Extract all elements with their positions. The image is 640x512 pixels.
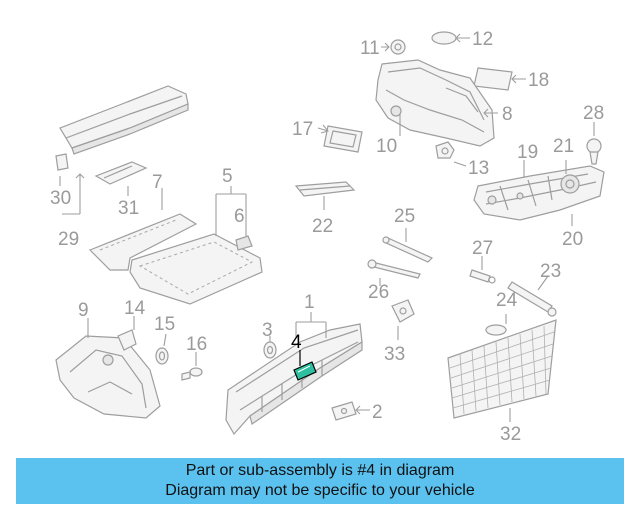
callout-29: 29 — [58, 229, 79, 250]
part-8-side-trim-panel — [375, 59, 495, 147]
part-17-plate — [323, 125, 363, 153]
part-32-cargo-net — [447, 319, 557, 419]
info-banner: Part or sub-assembly is #4 in diagram Di… — [16, 458, 624, 504]
callout-12: 12 — [472, 29, 493, 50]
callout-22: 22 — [312, 216, 333, 237]
callout-2: 2 — [372, 402, 383, 423]
callout-32: 32 — [500, 424, 521, 445]
part-11-grommet — [390, 39, 406, 55]
callout-4: 4 — [291, 332, 302, 353]
callout-24: 24 — [496, 290, 518, 311]
callout-23: 23 — [540, 261, 561, 282]
callout-33: 33 — [384, 344, 405, 365]
callout-11: 11 — [360, 38, 380, 59]
part-18-pad — [473, 67, 513, 91]
callout-14: 14 — [124, 298, 146, 319]
callout-17: 17 — [292, 119, 313, 140]
part-1-sill-trim — [225, 323, 363, 436]
part-25-jack-handle — [382, 236, 434, 263]
callout-26: 26 — [368, 282, 389, 303]
part-24-strap — [485, 324, 507, 336]
banner-line-2: Diagram may not be specific to your vehi… — [165, 482, 475, 499]
part-22-strap — [294, 181, 356, 197]
part-13-latch — [435, 141, 455, 159]
part-31-bracket — [94, 161, 148, 185]
callout-28: 28 — [583, 103, 604, 124]
callout-9: 9 — [78, 300, 89, 321]
banner-line-1: Part or sub-assembly is #4 in diagram — [185, 462, 455, 479]
parts-diagram: 11 12 18 8 17 10 13 28 — [50, 29, 605, 445]
part-16-clip — [181, 367, 203, 381]
part-4-highlighted-plate — [293, 361, 317, 381]
callout-20: 20 — [562, 229, 583, 250]
callout-6: 6 — [234, 206, 245, 227]
part-rear-shelf — [59, 85, 189, 155]
part-23-rod — [507, 281, 557, 317]
part-15-grommet — [155, 347, 169, 365]
callout-15: 15 — [154, 314, 175, 335]
part-3-grommet — [263, 341, 277, 359]
part-26-wrench — [367, 259, 421, 279]
callout-3: 3 — [262, 320, 273, 341]
callout-27: 27 — [472, 238, 493, 259]
part-5-floor-cover — [129, 233, 263, 305]
part-2-latch-cover — [331, 401, 357, 421]
callout-8: 8 — [502, 104, 513, 125]
callout-10: 10 — [376, 136, 397, 157]
callout-19: 19 — [517, 142, 538, 163]
callout-5: 5 — [222, 166, 233, 187]
part-6-handle — [235, 235, 253, 251]
part-7-trunk-mat — [88, 213, 198, 271]
callout-21: 21 — [553, 136, 574, 157]
callout-25: 25 — [394, 206, 415, 227]
callout-18: 18 — [528, 70, 549, 91]
part-27-hook — [469, 269, 496, 284]
callout-16: 16 — [186, 334, 207, 355]
callout-31: 31 — [118, 198, 139, 219]
part-19-20-rear-panel — [473, 165, 605, 221]
part-9-trunk-side-panel — [55, 335, 161, 419]
callout-1: 1 — [304, 292, 315, 313]
callout-7: 7 — [152, 172, 163, 193]
callout-13: 13 — [468, 158, 489, 179]
callout-30: 30 — [50, 188, 71, 209]
part-30-clip — [55, 153, 69, 171]
part-33-bracket — [391, 299, 415, 323]
part-12-cap — [431, 31, 457, 45]
part-28-clip — [586, 138, 602, 165]
part-14-bracket — [117, 329, 137, 351]
